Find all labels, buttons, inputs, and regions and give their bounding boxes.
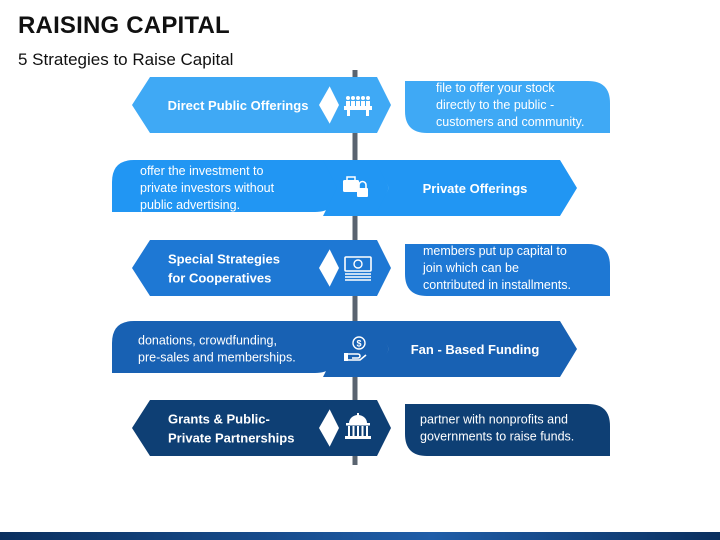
strategy-row-2: Private Offerings offer the investment to… [112,160,577,216]
label-arrow [132,77,335,133]
icon-chevron [323,321,389,377]
strategy-description: members put up capital to [423,244,567,258]
strategy-label: Direct Public Offerings [168,98,309,113]
strategy-description: customers and community. [436,115,584,129]
strategy-description: governments to raise funds. [420,430,574,444]
description-box [112,160,337,212]
page-title: RAISING CAPITAL [18,12,230,39]
strategy-row-1: Direct Public Offerings file to offer you… [132,77,610,133]
government-building-icon [345,413,371,439]
strategy-label: Fan - Based Funding [411,342,540,357]
strategy-description: public advertising. [140,198,240,212]
label-arrow [132,400,335,456]
strategy-label: Private Partnerships [168,431,294,446]
description-box [405,81,610,133]
svg-text:$: $ [356,339,361,349]
label-arrow [132,240,335,296]
description-box [405,404,610,456]
strategy-description: offer the investment to [140,164,263,178]
hand-coin-icon: $ [344,336,367,361]
strategy-description: donations, crowdfunding, [138,334,277,348]
briefcase-lock-icon [343,176,368,197]
strategy-description: contributed in installments. [423,278,571,292]
description-box [405,244,610,296]
bottom-bar [0,532,720,540]
strategy-description: directly to the public - [436,98,554,112]
description-box [112,321,337,373]
strategy-label: Private Offerings [423,181,528,196]
strategy-label: Grants & Public- [168,412,270,427]
people-table-icon [344,96,372,116]
strategy-row-5: Grants & Public- Private Partnerships part… [132,400,610,456]
strategy-label: Special Strategies [168,252,280,267]
page-subtitle: 5 Strategies to Raise Capital [18,50,234,69]
cash-stack-icon [344,256,372,281]
label-arrow [373,160,577,216]
strategy-row-3: Special Strategies for Cooperatives member… [132,240,610,296]
strategy-label: for Cooperatives [168,271,271,286]
strategy-description: private investors without [140,181,275,195]
strategy-row-4: Fan - Based Funding donations, crowdfundi… [112,321,577,377]
label-arrow [373,321,577,377]
strategy-description: pre-sales and memberships. [138,351,296,365]
strategy-description: join which can be [422,261,519,275]
strategy-description: file to offer your stock [436,81,555,95]
strategy-description: partner with nonprofits and [420,413,568,427]
